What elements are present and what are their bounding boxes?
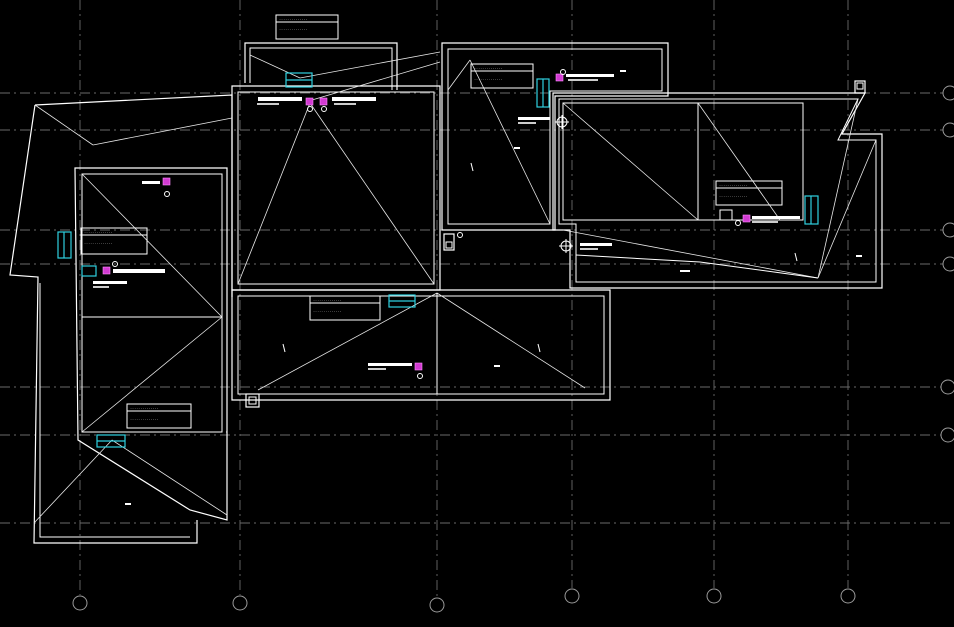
left-wing-walls — [9, 94, 233, 544]
grid-bubbles — [72, 85, 954, 613]
grid-lines — [0, 0, 954, 597]
grid-bubble — [940, 427, 954, 443]
thermostat-marker — [305, 97, 314, 106]
unit-tag-box — [715, 180, 783, 206]
grid-bubble — [72, 595, 88, 611]
thermostat-marker — [319, 97, 328, 106]
label-boxes: .............. .............. ..........… — [80, 14, 783, 429]
label-text: .............. — [130, 406, 159, 410]
thermostat-marker — [742, 214, 751, 223]
diagonal-link — [311, 61, 441, 101]
label-text: .............. — [84, 230, 113, 234]
label-text: .............. — [279, 27, 308, 31]
label-text: .............. — [279, 17, 308, 21]
unit-tag-box — [470, 63, 534, 89]
label-text: .............. — [313, 309, 342, 313]
label-text: .............. — [474, 77, 503, 81]
center-top-walls — [231, 42, 441, 291]
center-right-walls — [441, 42, 669, 251]
thermostat-markers — [102, 73, 751, 371]
grid-bubble — [942, 222, 954, 238]
grid-bubble — [940, 379, 954, 395]
equipment-units — [57, 72, 819, 448]
unit-tag-box — [80, 227, 148, 255]
grid-bubble — [942, 256, 954, 272]
label-text: .............. — [474, 66, 503, 70]
grid-bubble — [706, 588, 722, 604]
right-wing-walls — [552, 80, 883, 289]
thermostat-marker — [102, 266, 111, 275]
grid-bubble — [429, 597, 445, 613]
grid-bubble — [232, 595, 248, 611]
grid-bubble — [840, 588, 856, 604]
grid-bubble — [942, 122, 954, 138]
unit-tag-box — [309, 295, 381, 321]
label-text: .............. — [84, 241, 113, 245]
grid-bubble — [942, 85, 954, 101]
grid-bubble — [564, 588, 580, 604]
thermostat-marker — [555, 73, 564, 82]
label-text: .............. — [130, 417, 159, 421]
thermostat-marker — [414, 362, 423, 371]
unit-tag-box — [126, 403, 192, 429]
label-text: .............. — [719, 194, 748, 198]
center-lower-walls — [231, 289, 611, 408]
annotation-marks — [93, 69, 862, 505]
label-text: .............. — [313, 298, 342, 302]
controller-left — [81, 265, 97, 277]
unit-tag-box — [275, 14, 339, 40]
label-text: .............. — [719, 183, 748, 187]
sensor-symbols — [555, 115, 733, 253]
thermostat-marker — [162, 177, 171, 186]
